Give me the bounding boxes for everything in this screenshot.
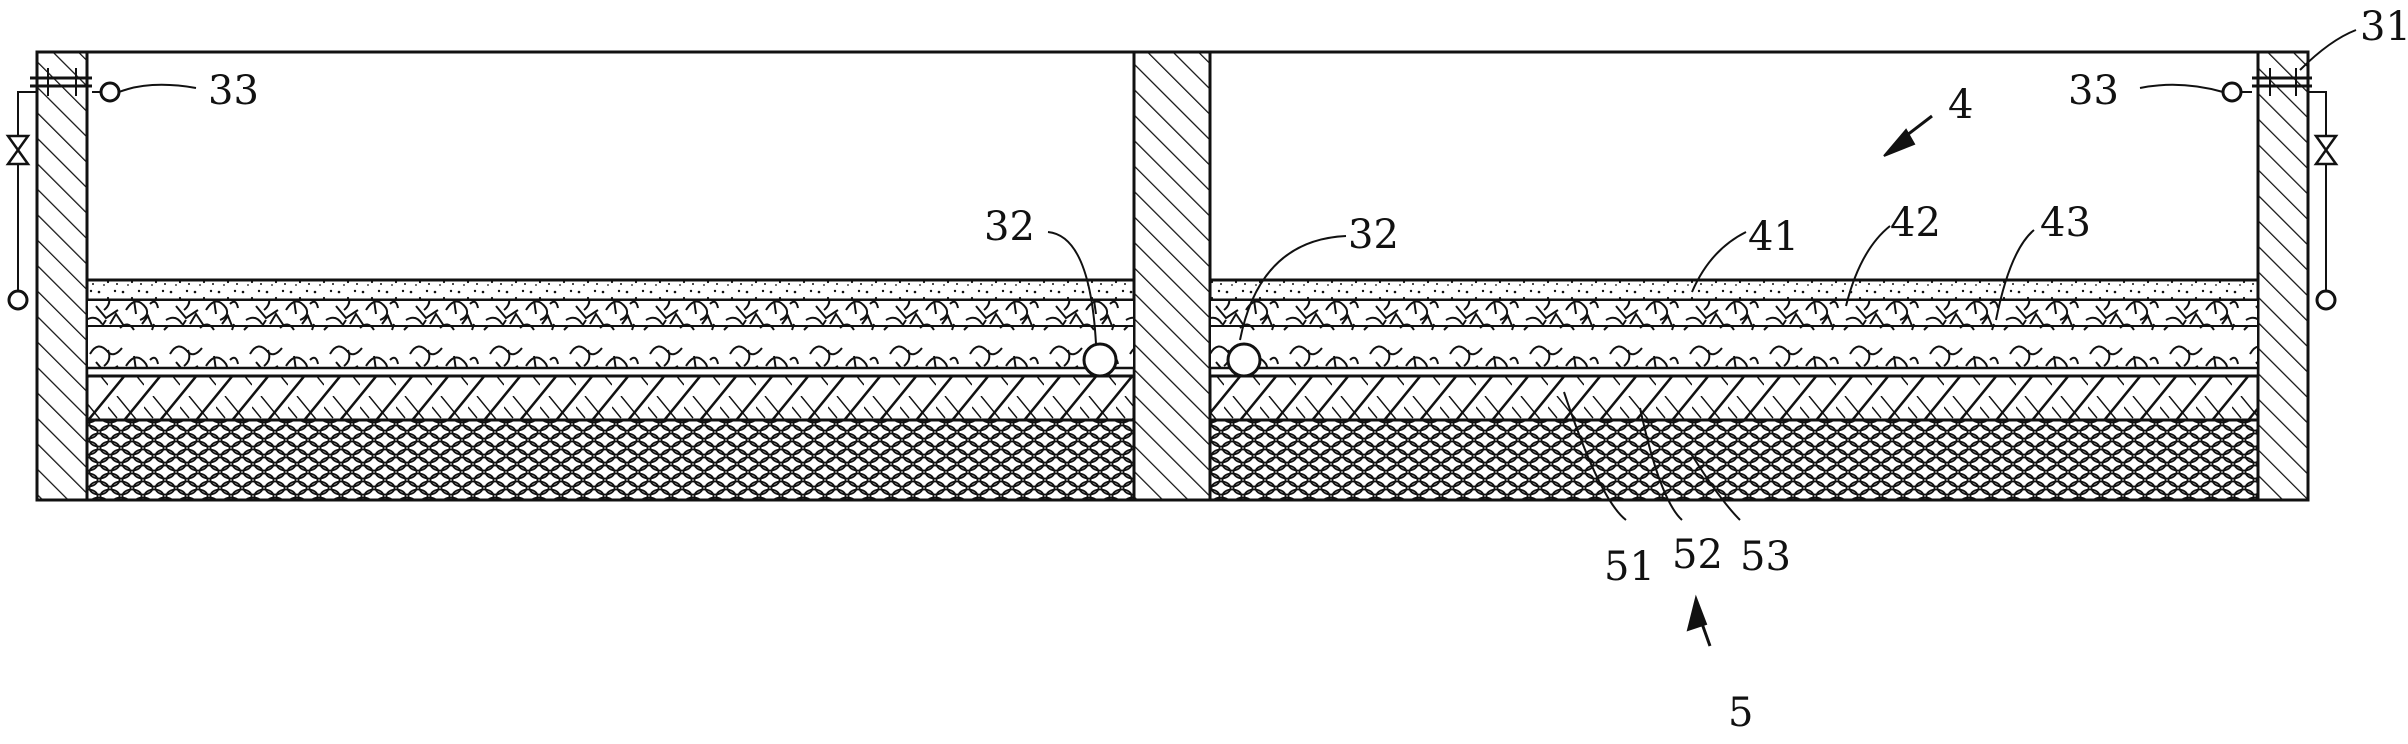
label-33-left: 33 <box>208 68 259 114</box>
fitting-33-right <box>2221 81 2243 103</box>
label-31: 31 <box>2360 4 2408 50</box>
pipe-32-left <box>1082 342 1118 378</box>
leader-lines <box>118 29 2357 647</box>
sand-layer-left <box>85 278 1136 302</box>
hatch-layer-right <box>1208 374 2260 422</box>
hatch-layer-left <box>85 374 1136 422</box>
plant-layer-right <box>1209 299 2259 369</box>
pipe-32-right <box>1226 342 1262 378</box>
gravel-layer-left <box>85 418 1136 502</box>
label-53: 53 <box>1740 534 1791 580</box>
basin <box>35 50 2310 502</box>
label-43: 43 <box>2040 200 2091 246</box>
label-4: 4 <box>1948 82 1973 128</box>
right-compartment-layers <box>1208 278 2260 502</box>
left-valve-assembly <box>5 68 121 311</box>
arrow-4 <box>1883 128 1916 157</box>
valve-left <box>5 134 31 166</box>
arrow-5 <box>1686 594 1708 632</box>
label-51: 51 <box>1604 544 1655 590</box>
left-compartment-layers <box>85 278 1136 502</box>
center-wall <box>1132 50 1212 502</box>
label-52: 52 <box>1672 532 1723 578</box>
plant-layer-left <box>86 299 1135 369</box>
reference-labels: 33 33 31 4 32 32 41 42 43 51 52 53 5 <box>208 4 2408 736</box>
right-valve-assembly <box>2221 68 2339 311</box>
label-41: 41 <box>1748 214 1799 260</box>
label-32-left: 32 <box>984 204 1035 250</box>
label-32-right: 32 <box>1348 212 1399 258</box>
label-5: 5 <box>1728 690 1753 736</box>
sand-layer-right <box>1208 278 2260 302</box>
label-33-right: 33 <box>2068 68 2119 114</box>
valve-right <box>2313 134 2339 166</box>
fitting-33-left <box>99 81 121 103</box>
label-42: 42 <box>1890 200 1941 246</box>
left-wall <box>35 50 89 502</box>
gravel-layer-right <box>1208 418 2260 502</box>
right-wall <box>2256 50 2310 502</box>
